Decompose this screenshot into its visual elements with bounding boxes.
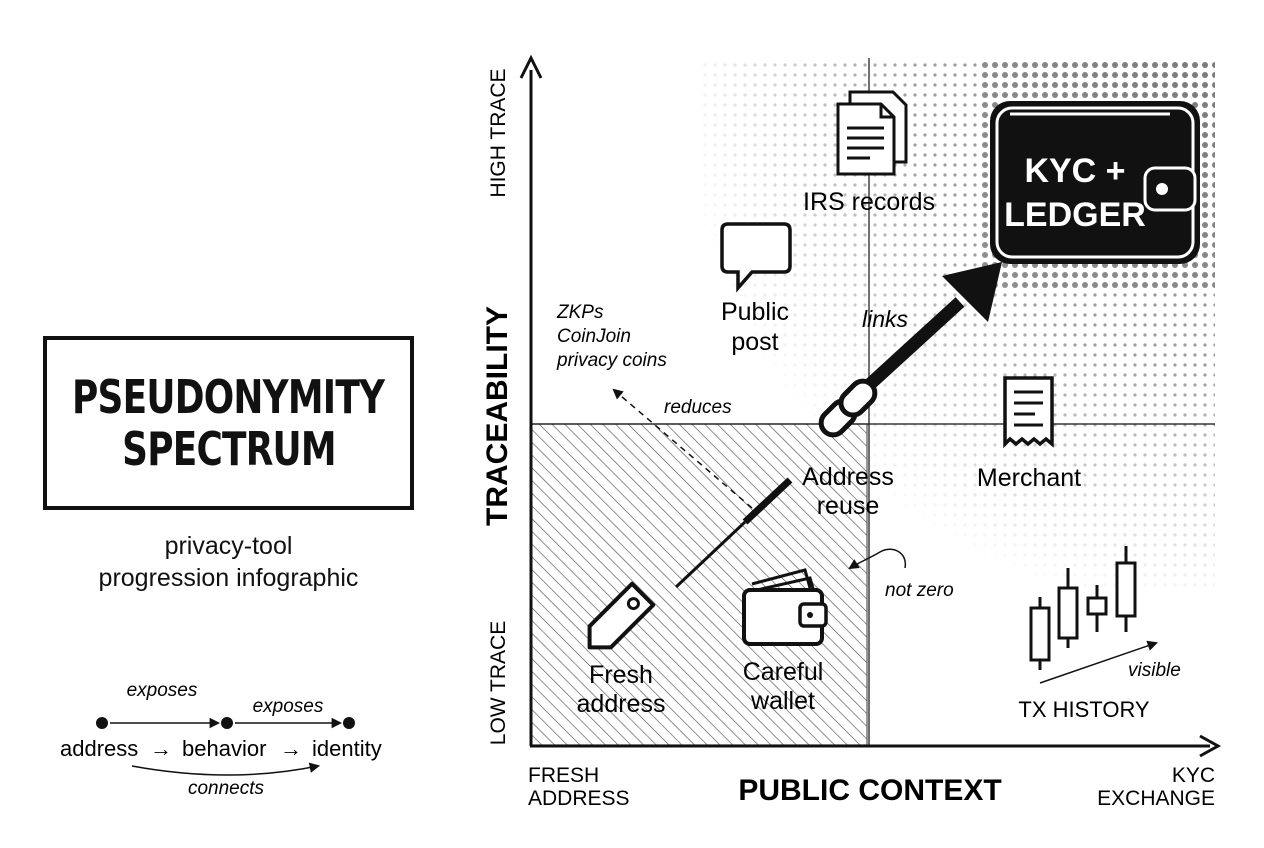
links-annotation: links [862,306,909,332]
not-zero-annotation: not zero [885,580,954,601]
legend-arrow-1: → [150,736,172,761]
x-axis-left-label-2: ADDRESS [528,787,630,810]
merchant-label: Merchant [977,464,1081,492]
x-axis-right-label-1: KYC [1172,764,1215,787]
legend-connects: connects [188,778,265,799]
chain-link-icon [818,378,878,438]
irs-records-label: IRS records [803,188,935,216]
price-tag-icon [587,581,656,650]
kyc-ledger-wallet: KYC + LEDGER [990,101,1200,264]
legend-node-behavior: behavior [182,736,266,761]
y-axis-title: TRACEABILITY [481,306,514,526]
subtitle: privacy-tool progression infographic [43,530,414,594]
tools-annotation-2: CoinJoin [557,326,631,347]
legend-node-address: address [60,736,138,761]
tx-history-label: TX HISTORY [1018,697,1150,722]
address-reuse-label-2: reuse [817,492,880,520]
subtitle-line-2: progression infographic [98,564,359,592]
not-zero-pointer [848,548,907,570]
address-reuse-label-1: Address [802,463,894,491]
title-line-2: SPECTRUM [121,422,336,476]
progression-arrow-mid [742,477,793,525]
documents-icon [836,90,908,176]
fresh-address-label-2: address [577,690,666,718]
x-axis-right-label-2: EXCHANGE [1097,787,1215,810]
legend-exposes-2: exposes [253,696,324,717]
tools-annotation-3: privacy coins [556,350,667,371]
x-axis-arrowhead [1199,734,1222,758]
legend-exposes-1: exposes [127,680,198,701]
legend-dot-1 [96,717,108,729]
x-axis-left-label-1: FRESH [528,764,599,787]
public-post-label-1: Public [721,298,789,326]
reduces-arrow [612,388,753,509]
title-line-1: PSEUDONYMITY [72,370,385,424]
y-axis-high-label: HIGH TRACE [487,68,510,197]
subtitle-line-1: privacy-tool [164,532,293,560]
legend-node-identity: identity [312,736,382,761]
tx-visible-annotation: visible [1128,660,1181,681]
kyc-ledger-label-1: KYC + [1024,152,1125,190]
progression-arrow-thick [863,297,965,391]
legend-connects-arc [131,762,321,776]
exposure-legend: exposes exposes address → behavior → ide… [60,680,382,799]
tools-annotation-1: ZKPs [556,302,604,323]
legend-arrow-2: → [280,736,302,761]
x-axis-title: PUBLIC CONTEXT [738,774,1001,807]
title-box: PSEUDONYMITY SPECTRUM [43,336,414,510]
receipt-icon [1003,376,1054,449]
y-axis-low-label: LOW TRACE [487,621,510,745]
y-axis-arrowhead [519,54,543,79]
legend-dot-2 [221,717,233,729]
fresh-address-label-1: Fresh [589,661,653,689]
candlestick-icon [1029,546,1137,670]
legend-dot-3 [343,717,355,729]
wallet-icon [742,568,828,646]
kyc-ledger-label-2: LEDGER [1004,196,1146,234]
public-post-label-2: post [731,328,778,356]
reduces-annotation: reduces [664,397,732,418]
tx-trend-arrow [1039,640,1158,684]
careful-wallet-label-2: wallet [750,687,815,715]
careful-wallet-label-1: Careful [743,658,824,686]
speech-bubble-icon [720,222,792,293]
progression-arrow-thin [674,520,747,589]
progression-arrowhead [942,262,1002,322]
